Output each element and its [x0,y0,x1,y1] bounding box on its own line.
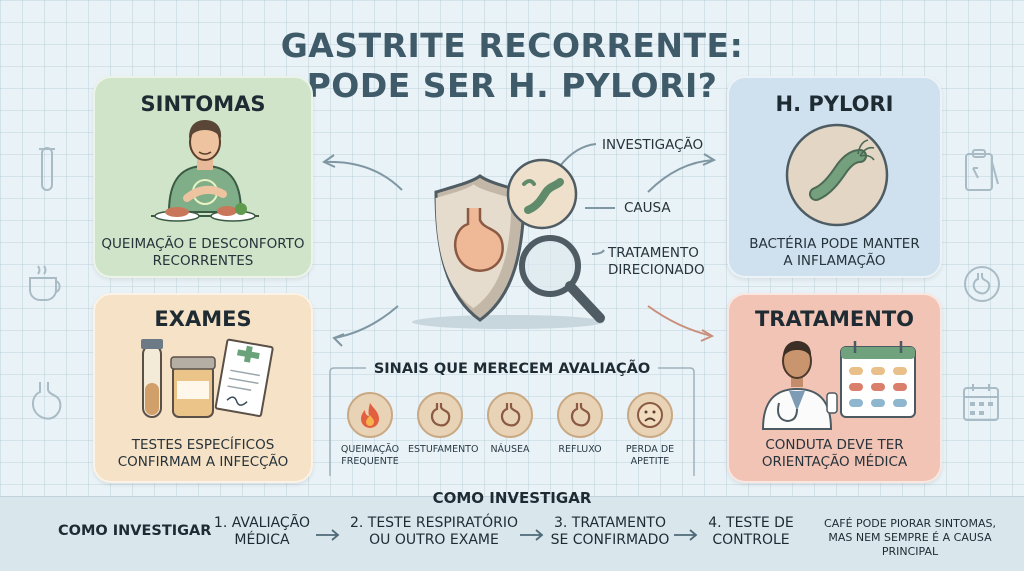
signal-refluxo: REFLUXO [548,392,612,456]
card-title-sintomas: SINTOMAS [140,92,266,116]
card-title-tratamento: TRATAMENTO [754,307,915,331]
step-arrows [316,529,698,541]
bottom-band [0,496,1024,571]
title-line-1: GASTRITE RECORRENTE: [280,26,744,65]
label-investigacao: INVESTIGAÇÃO [602,137,704,153]
sad-face-icon [637,402,663,428]
stomach-icon [430,403,451,427]
doctor-illustration [761,341,916,430]
coffee-cup-icon [29,265,61,301]
signal-nausea: NÁUSEA [478,392,542,456]
step-3: 3. TRATAMENTO SE CONFIRMADO [550,515,670,548]
card-title-pylori: H. PYLORI [775,92,894,116]
bottom-side-label: COMO INVESTIGAR [58,523,212,539]
calendar-icon [963,384,999,421]
card-title-exames: EXAMES [154,307,252,331]
label-tratamento-direcionado: TRATAMENTO DIRECIONADO [608,245,705,278]
stomach-icon [570,403,591,427]
page-title: GASTRITE RECORRENTE: PODE SER H. PYLORI? [200,26,824,106]
card-pylori: H. PYLORI BACTÉRIA PODE MANTER A INFLAMA… [727,76,942,278]
signal-estufamento: ESTUFAMENTO [408,392,478,456]
card-caption-pylori: BACTÉRIA PODE MANTER A INFLAMAÇÃO [749,236,920,269]
label-causa: CAUSA [624,200,671,216]
stomach-icon [500,403,521,427]
step-2: 2. TESTE RESPIRATÓRIO OU OUTRO EXAME [349,515,519,548]
card-sintomas: SINTOMAS QUEIMAÇÃO E DESCONFORTO RECORRE… [93,76,313,278]
card-caption-tratamento: CONDUTA DEVE TER ORIENTAÇÃO MÉDICA [761,437,908,470]
arrow-to-exames [333,305,399,339]
lab-tests-illustration [141,338,274,418]
bottom-heading: COMO INVESTIGAR [432,489,592,507]
step-1: 1. AVALIAÇÃO MÉDICA [213,515,311,548]
clipboard-icon [965,149,999,191]
arrow-right-icon [674,529,698,541]
signals-bracket [329,367,695,476]
arrow-to-pylori [647,159,715,193]
arrow-right-icon [520,529,544,541]
title-line-2: PODE SER H. PYLORI? [306,66,718,105]
stomach-circle-icon [964,266,1000,302]
arrow-right-icon [316,529,340,541]
bottom-note: CAFÉ PODE PIORAR SINTOMAS, MAS NEM SEMPR… [824,517,996,558]
test-tube-icon [39,147,55,191]
card-exames: EXAMES TESTES ESPECÍFICOS CONFIRMAM A IN… [93,293,313,483]
patient-illustration [151,120,259,222]
card-tratamento: TRATAMENTO CONDUTA DEVE TER ORIENTAÇÃO M… [727,293,942,483]
signals-title: SINAIS QUE MERECEM AVALIAÇÃO [373,361,651,377]
card-caption-exames: TESTES ESPECÍFICOS CONFIRMAM A INFECÇÃO [117,437,289,470]
card-caption-sintomas: QUEIMAÇÃO E DESCONFORTO RECORRENTES [101,236,305,269]
arrow-to-sintomas [323,160,403,191]
arrow-investigacao [559,143,597,167]
arrow-to-tratamento [647,305,713,337]
arrow-tratamento-direcionado [591,249,605,255]
shield-stomach-illustration [412,158,605,329]
step-4: 4. TESTE DE CONTROLE [708,515,794,548]
flame-icon [361,403,379,428]
stomach-outline-icon [32,382,62,420]
bacteria-icon [785,123,889,227]
